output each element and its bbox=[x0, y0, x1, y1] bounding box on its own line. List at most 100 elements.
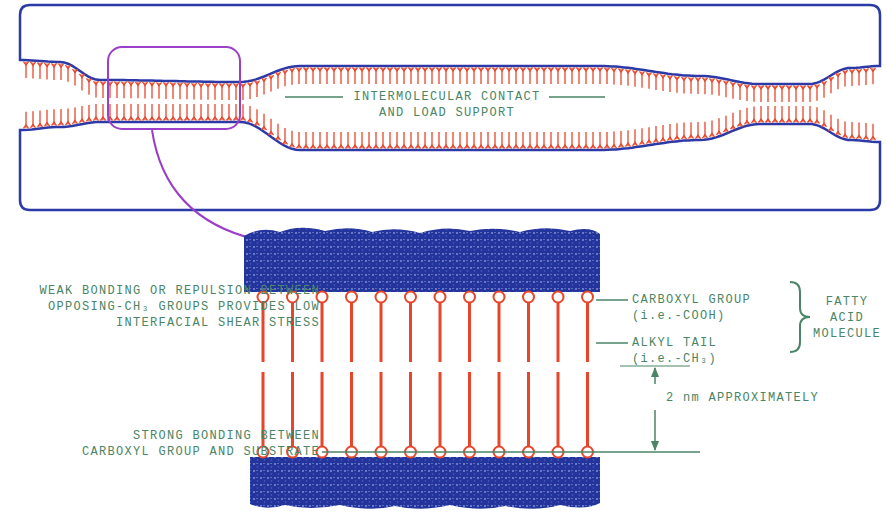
alkyl-tail bbox=[498, 372, 501, 446]
molecule-head bbox=[318, 68, 323, 72]
molecule-head bbox=[80, 119, 85, 123]
molecule-head bbox=[668, 75, 673, 79]
molecule-head bbox=[815, 84, 820, 88]
molecule-head bbox=[444, 145, 449, 149]
molecule-head bbox=[73, 69, 78, 73]
molecule-head bbox=[94, 81, 99, 85]
molecule-head bbox=[535, 145, 540, 149]
molecule-head bbox=[465, 68, 470, 72]
alkyl-tail bbox=[350, 372, 353, 446]
molecule-head bbox=[297, 145, 302, 149]
molecule-head bbox=[150, 117, 155, 121]
molecule-head bbox=[661, 74, 666, 78]
molecule-head bbox=[283, 141, 288, 145]
contact-label: INTERMOLECULAR CONTACT AND LOAD SUPPORT bbox=[345, 88, 549, 122]
molecule-head bbox=[752, 85, 757, 89]
alkyl-tail bbox=[409, 303, 412, 362]
molecule-head bbox=[374, 68, 379, 72]
molecule-head bbox=[598, 68, 603, 72]
molecule-head bbox=[556, 68, 561, 72]
molecule-head bbox=[437, 145, 442, 149]
molecule-head bbox=[815, 120, 820, 124]
molecule-head bbox=[647, 72, 652, 76]
molecule-head bbox=[801, 86, 806, 90]
alkyl-tail bbox=[409, 372, 412, 446]
molecule-head bbox=[458, 68, 463, 72]
carboxyl-head bbox=[553, 292, 564, 303]
molecule-head bbox=[857, 135, 862, 139]
molecule-head bbox=[157, 82, 162, 86]
molecule-head bbox=[598, 145, 603, 149]
molecule-head bbox=[227, 117, 232, 121]
alkyl-tail bbox=[468, 303, 471, 362]
molecule-head bbox=[689, 135, 694, 139]
dimension-arrow bbox=[654, 410, 656, 450]
molecule-head bbox=[199, 117, 204, 121]
alkyl-tail bbox=[586, 303, 589, 362]
bonding-note: STRONG BONDING BETWEEN CARBOXYL GROUP AN… bbox=[65, 428, 320, 460]
leader-line bbox=[548, 96, 605, 98]
alkyl-tail bbox=[380, 303, 383, 362]
alkyl-tail bbox=[350, 303, 353, 362]
molecule-head bbox=[829, 128, 834, 132]
molecule-head bbox=[731, 126, 736, 129]
molecule-head bbox=[262, 127, 267, 131]
molecule-head bbox=[549, 145, 554, 149]
alkyl-tail bbox=[527, 372, 530, 446]
molecule-head bbox=[122, 82, 127, 86]
molecule-head bbox=[584, 145, 589, 149]
molecule-head bbox=[591, 68, 596, 72]
molecule-head bbox=[388, 68, 393, 72]
molecule-head bbox=[577, 145, 582, 149]
molecule-head bbox=[241, 117, 246, 121]
molecule-head bbox=[304, 145, 309, 149]
molecule-head bbox=[353, 68, 358, 72]
molecule-head bbox=[353, 145, 358, 149]
molecule-head bbox=[843, 70, 848, 74]
molecule-head bbox=[444, 68, 449, 72]
molecule-head bbox=[801, 119, 806, 123]
dimension-label: 2 nm APPROXIMATELY bbox=[664, 389, 821, 407]
leader-line bbox=[596, 342, 628, 344]
molecule-head bbox=[563, 68, 568, 72]
molecule-head bbox=[479, 145, 484, 149]
alkyl-tail bbox=[498, 303, 501, 362]
alkyl-tail bbox=[439, 372, 442, 446]
molecule-head bbox=[367, 68, 372, 72]
molecule-head bbox=[808, 119, 813, 123]
molecule-head bbox=[38, 124, 43, 128]
molecule-head bbox=[346, 145, 351, 149]
alkyl-tail bbox=[439, 303, 442, 362]
molecule-head bbox=[318, 145, 323, 149]
molecule-head bbox=[52, 122, 57, 126]
molecule-head bbox=[584, 68, 589, 72]
carboxyl-head bbox=[405, 292, 416, 303]
part-label: CARBOXYL GROUP (i.e.-COOH) bbox=[632, 292, 762, 324]
molecule-head bbox=[59, 64, 64, 67]
molecule-head bbox=[717, 131, 722, 135]
molecule-head bbox=[171, 83, 176, 87]
curly-brace bbox=[790, 282, 810, 352]
molecule-head bbox=[276, 137, 281, 141]
molecule-head bbox=[409, 145, 414, 149]
molecule-head bbox=[157, 117, 162, 121]
molecule-head bbox=[850, 135, 855, 139]
molecule-head bbox=[185, 117, 190, 121]
molecule-head bbox=[640, 71, 645, 75]
molecule-head bbox=[479, 68, 484, 72]
molecule-head bbox=[122, 117, 127, 121]
molecule-head bbox=[752, 119, 757, 123]
molecule-head bbox=[829, 77, 834, 81]
molecule-head bbox=[346, 68, 351, 72]
molecule-head bbox=[836, 73, 841, 77]
molecule-head bbox=[430, 68, 435, 72]
molecule-head bbox=[290, 144, 295, 148]
molecule-head bbox=[178, 83, 183, 87]
molecule-head bbox=[465, 145, 470, 149]
molecule-head bbox=[647, 140, 652, 144]
molecule-head bbox=[871, 68, 876, 72]
molecule-head bbox=[311, 68, 316, 72]
molecule-head bbox=[808, 86, 813, 90]
molecule-head bbox=[101, 82, 106, 86]
upper-body bbox=[20, 5, 880, 84]
